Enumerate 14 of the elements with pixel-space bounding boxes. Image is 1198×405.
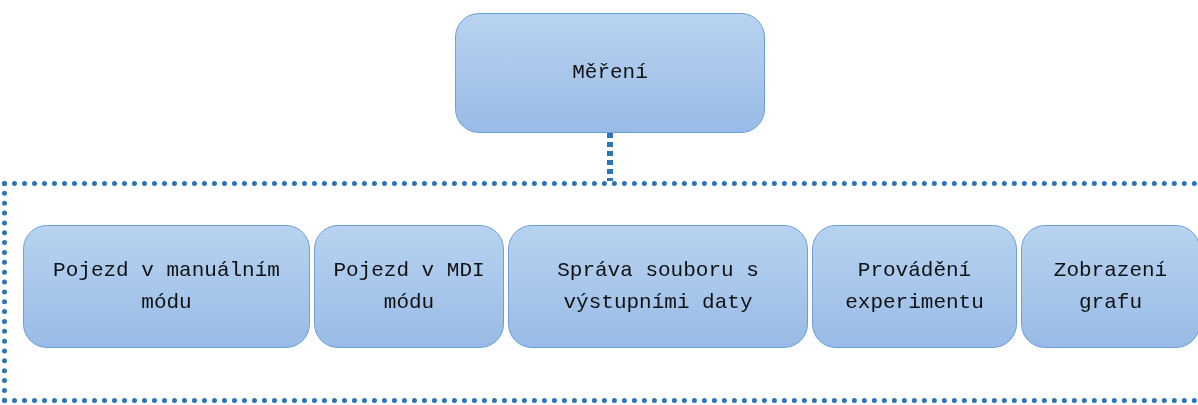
group-frame (2, 181, 1198, 403)
process-box (23, 225, 310, 348)
box-label: Pojezd v MDI módu (332, 257, 486, 316)
box-label: Provádění experimentu (844, 257, 985, 316)
box-label: Správa souboru s výstupními daty (556, 257, 760, 316)
box-label: Zobrazení grafu (1052, 257, 1169, 316)
process-box (314, 225, 504, 348)
box-label: Pojezd v manuálním módu (52, 257, 281, 316)
connector (607, 133, 613, 181)
process-box (812, 225, 1017, 348)
process-box (508, 225, 808, 348)
process-box (1021, 225, 1198, 348)
process-box (455, 13, 765, 133)
box-label: Měření (572, 60, 648, 86)
